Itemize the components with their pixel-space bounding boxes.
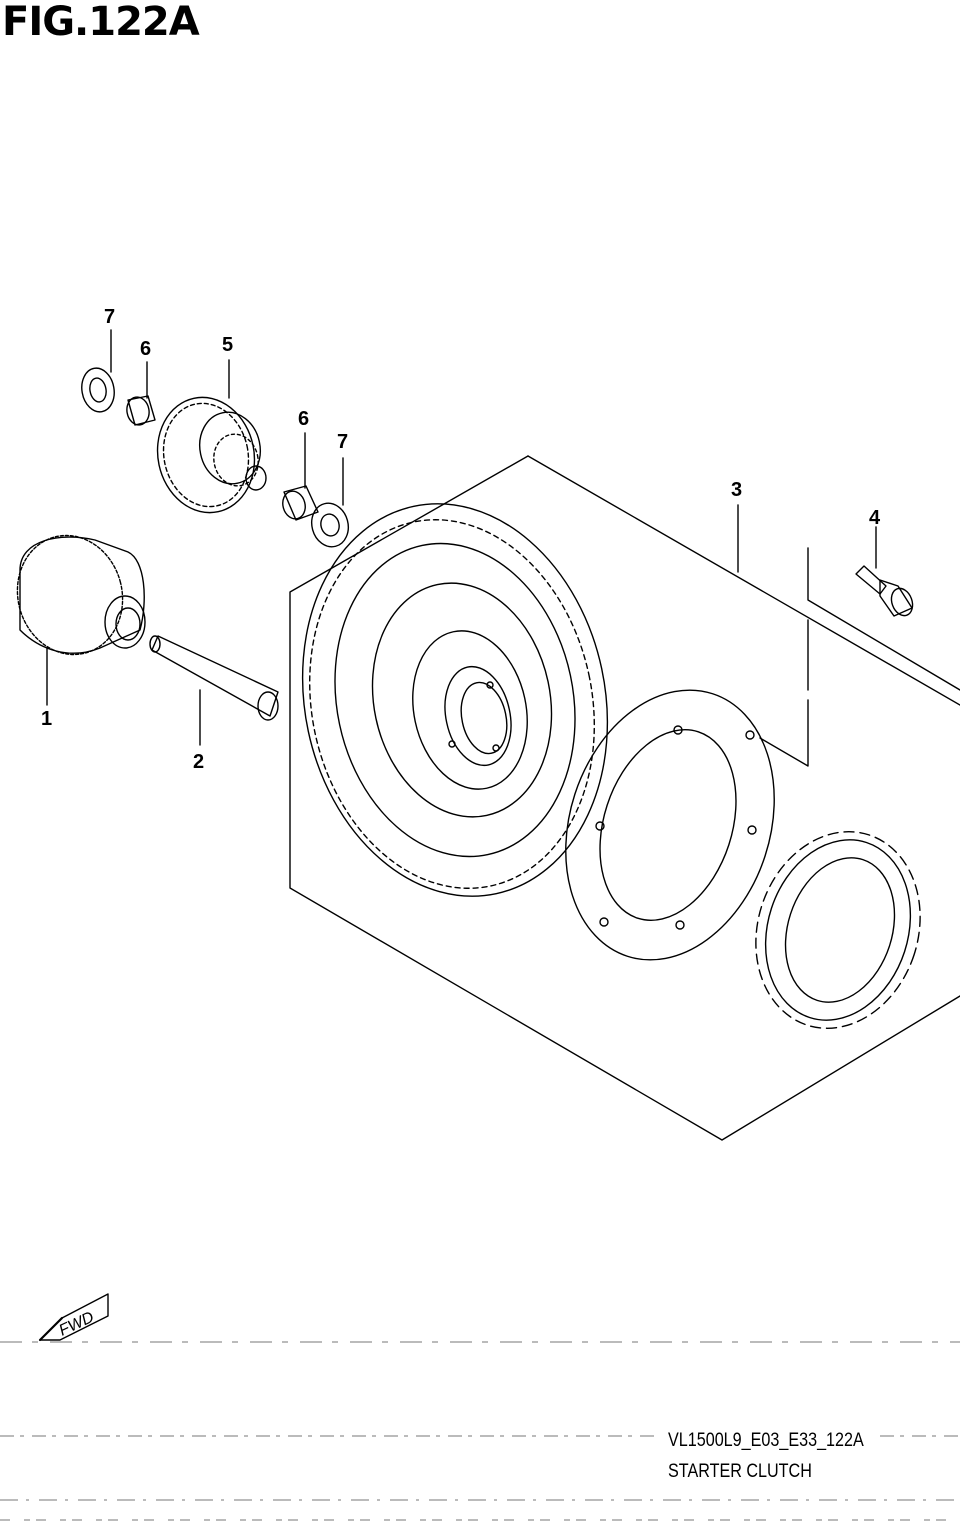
figure-title: FIG.122A (2, 0, 200, 45)
callout-7b: 7 (337, 431, 348, 453)
shaft-part-2 (149, 635, 279, 746)
figure-caption: STARTER CLUTCH (668, 1461, 812, 1482)
clutch-carrier-ring (565, 689, 775, 961)
one-way-clutch (755, 831, 921, 1029)
callout-5: 5 (222, 334, 233, 356)
washer-part-7b (311, 457, 349, 548)
callout-6b: 6 (298, 408, 309, 430)
callout-1: 1 (41, 708, 52, 730)
bushing-part-6a (126, 361, 156, 426)
callout-4: 4 (869, 507, 881, 529)
callout-3: 3 (731, 479, 742, 501)
callout-6a: 6 (140, 338, 151, 360)
idle-gear-part-5 (156, 359, 267, 514)
bushing-part-6b (282, 432, 319, 521)
starter-clutch-part-3 (301, 503, 609, 897)
fwd-arrow-icon (38, 1293, 109, 1342)
page-divider (0, 1341, 960, 1521)
callout-2: 2 (193, 751, 204, 773)
callout-7a: 7 (104, 306, 115, 328)
gear-part-1 (16, 534, 146, 706)
bolt-part-4 (855, 526, 914, 617)
assembly-outline (289, 455, 960, 1141)
figure-code: VL1500L9_E03_E33_122A (668, 1430, 864, 1451)
washer-part-7a (81, 329, 115, 413)
